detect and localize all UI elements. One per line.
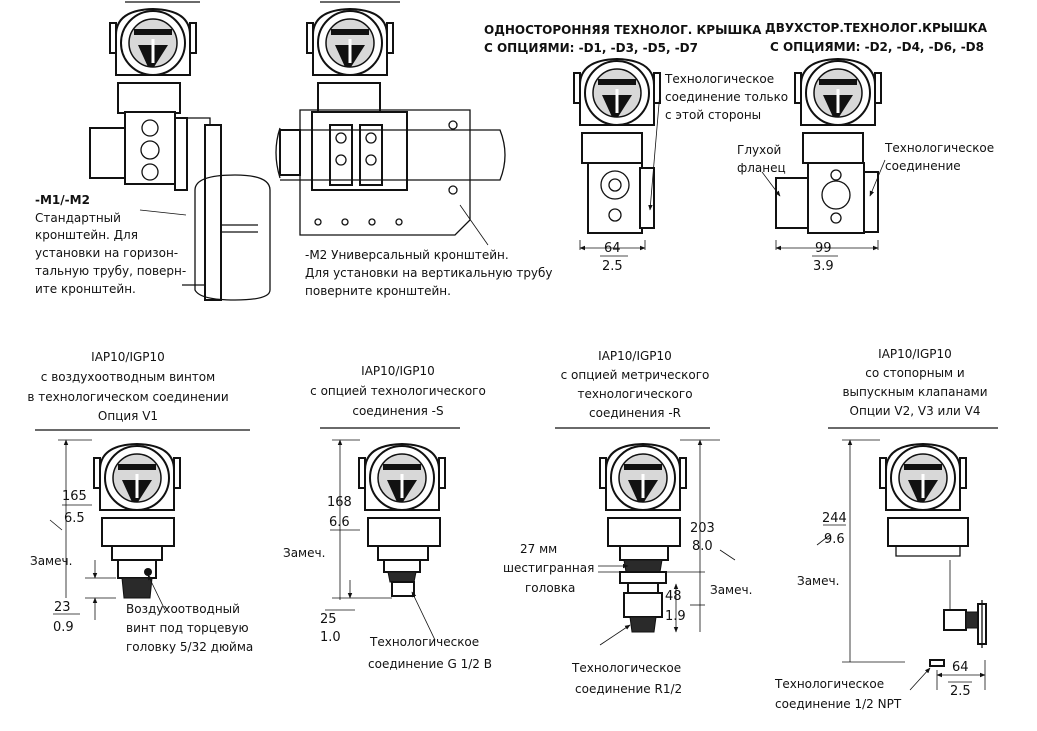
m2-note-2: Для установки на вертикальную трубу [305,266,553,280]
v1-title-2: с воздухоотводным винтом [41,370,215,384]
v1-small-in: 0.9 [53,620,74,635]
s-callout-1: Технологическое [369,635,479,649]
blind-flange-1: Глухой [737,143,781,157]
single-note-3: с этой стороны [665,108,761,122]
dim-single-in: 2.5 [602,259,623,274]
v-title-1: IAP10/IGP10 [878,347,952,361]
v1-callout-2: винт под торцевую [126,621,249,635]
s-title-2: с опцией технологического [310,384,486,398]
v1-small-mm: 23 [54,600,71,615]
process-conn-2: соединение [885,159,961,173]
s-dim-in: 6.6 [329,515,350,530]
m1-note-5: тальную трубу, поверн- [35,264,186,278]
m1-note-1: -M1/-M2 [35,193,90,207]
r-hex-note-1: 27 мм [520,542,557,556]
s-title-1: IAP10/IGP10 [361,364,435,378]
s-drawing [320,427,460,641]
m2-note-3: поверните кронштейн. [305,284,451,298]
dim-double-in: 3.9 [813,259,834,274]
s-dim-mm: 168 [327,495,352,510]
v-title-4: Опции V2, V3 или V4 [850,404,981,418]
double-cover-title-1: ДВУХСТОР.ТЕХНОЛОГ.КРЫШКА [765,21,988,35]
top-texts: ОДНОСТОРОННЯЯ ТЕХНОЛОГ. КРЫШКА С ОПЦИЯМИ… [35,21,994,298]
v-dim-mm: 244 [822,511,847,526]
m1-note-6: ите кронштейн. [35,282,136,296]
single-cover-drawing [572,57,662,257]
s-small-in: 1.0 [320,630,341,645]
s-note-label: Замеч. [283,546,325,560]
m1-note-4: установки на горизон- [35,246,178,260]
m1-note-2: Стандартный [35,211,121,225]
v1-title-1: IAP10/IGP10 [91,350,165,364]
r-title-1: IAP10/IGP10 [598,349,672,363]
r-callout-1: Технологическое [571,661,681,675]
v1-callout-1: Воздухоотводный [126,602,240,616]
v1-drawing [35,429,250,620]
r-dim-in: 8.0 [692,539,713,554]
single-note-1: Технологическое [664,72,774,86]
v-small-mm: 64 [952,660,969,675]
v-callout-2: соединение 1/2 NPT [775,697,902,711]
s-title-3: соединения -S [352,404,443,418]
v1-dim-mm: 165 [62,489,87,504]
s-small-mm: 25 [320,612,337,627]
m2-note-1: -M2 Универсальный кронштейн. [305,248,509,262]
v-title-3: выпускным клапанами [842,385,987,399]
double-cover-title-2: С ОПЦИЯМИ: -D2, -D4, -D6, -D8 [770,40,984,54]
v1-title-4: Опция V1 [98,409,158,423]
v-small-in: 2.5 [950,684,971,699]
r-hex-note-3: головка [525,581,575,595]
single-cover-title-2: С ОПЦИЯМИ: -D1, -D3, -D5, -D7 [484,41,698,55]
v1-dim-in: 6.5 [64,511,85,526]
v-title-2: со стопорным и [865,366,964,380]
v-note-label: Замеч. [797,574,839,588]
r-dim-mm: 203 [690,521,715,536]
v1-callout-3: головку 5/32 дюйма [126,640,253,654]
m2-bracket-drawing [275,1,506,246]
bottom-texts: IAP10/IGP10 с воздухоотводным винтом в т… [27,347,987,711]
dim-double-mm: 99 [815,241,832,256]
r-drawing [555,427,736,646]
v1-title-3: в технологическом соединении [27,390,228,404]
r-callout-2: соединение R1/2 [575,682,682,696]
s-callout-2: соединение G 1/2 B [368,657,492,671]
r-title-2: с опцией метрического [561,368,710,382]
blind-flange-2: фланец [737,161,786,175]
process-conn-1: Технологическое [884,141,994,155]
r-note-label: Замеч. [710,583,752,597]
dim-single-mm: 64 [604,241,621,256]
m1-note-3: кронштейн. Для [35,228,138,242]
r-small-mm: 48 [665,589,682,604]
r-small-in: 1.9 [665,609,686,624]
single-note-2: соединение только [665,90,788,104]
r-hex-note-2: шестигранная [503,561,594,575]
v-dim-in: 9.6 [824,532,845,547]
v-callout-1: Технологическое [774,677,884,691]
r-title-4: соединения -R [589,406,681,420]
v1-note-label: Замеч. [30,554,72,568]
double-cover-drawing [761,57,886,257]
r-title-3: технологического [577,387,692,401]
v-drawing [816,427,998,691]
single-cover-title-1: ОДНОСТОРОННЯЯ ТЕХНОЛОГ. КРЫШКА [484,23,762,37]
m1-bracket-drawing [89,1,271,301]
